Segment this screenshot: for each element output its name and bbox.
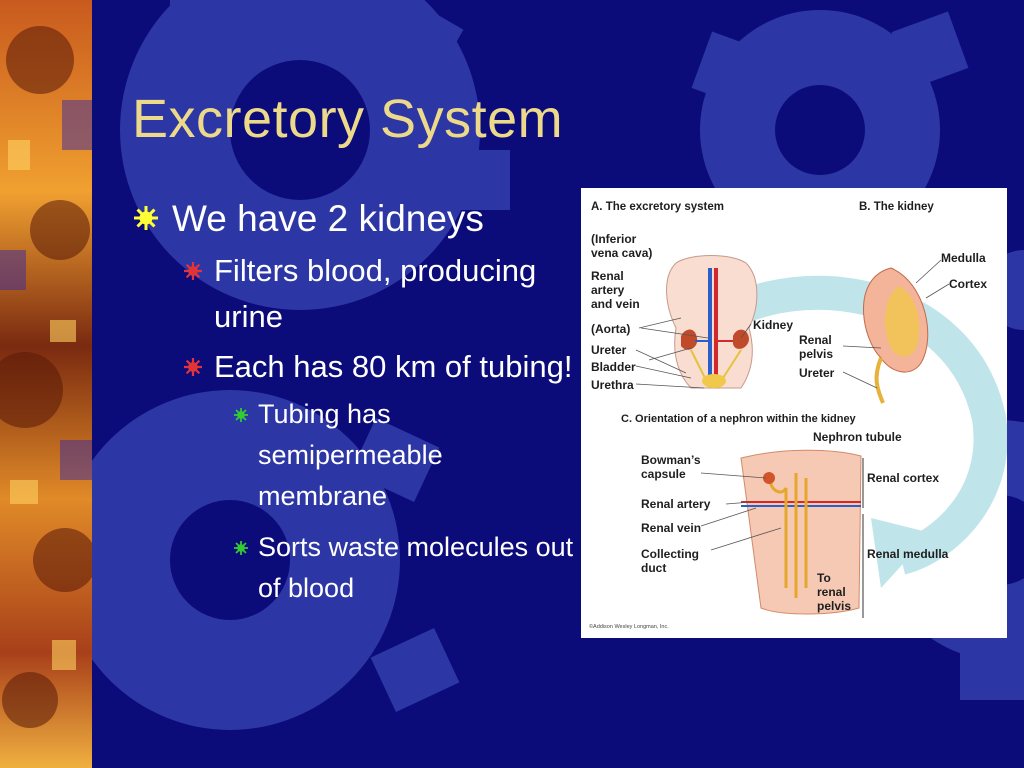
label-renal-artery: Renal artery [641,497,711,511]
panel-a-title: A. The excretory system [591,201,724,213]
label-inferior: (Inferior [591,232,637,246]
label-bladder: Bladder [591,360,636,374]
label-renal-medulla: Renal medulla [867,547,949,561]
bullet-text: Each has 80 km of tubing! [214,349,573,384]
bullet-text: Tubing has semipermeable membrane [258,399,443,511]
label-to: To [817,571,831,585]
label-cortex: Cortex [949,277,987,291]
label-ureter: Ureter [591,343,627,357]
nephron-illustration [740,449,862,615]
label-pelvis: pelvis [799,347,833,361]
bullet-item: Tubing has semipermeable membrane [134,394,574,517]
copyright-text: ©Addison Wesley Longman, Inc. [589,623,669,630]
label-pelvis-2: pelvis [817,599,851,613]
label-kidney: Kidney [753,318,793,332]
label-artery: artery [591,283,625,297]
label-renal-vein: Renal vein [641,521,701,535]
label-aorta: (Aorta) [591,322,630,336]
panel-c-title: C. Orientation of a nephron within the k… [621,413,857,425]
excretory-system-figure: A. The excretory system B. The kidney C.… [581,188,1007,638]
body-illustration [666,255,758,389]
label-collecting: Collecting [641,547,699,561]
label-and-vein: and vein [591,297,640,311]
label-bowmans: Bowman’s [641,453,701,467]
sunburst-bullet-icon [234,541,248,555]
bullet-item: We have 2 kidneys [134,196,574,242]
bullet-item: Sorts waste molecules out of blood [134,527,574,609]
sunburst-bullet-icon [134,206,158,230]
panel-b-title: B. The kidney [859,201,934,213]
bullet-text: We have 2 kidneys [172,198,484,239]
bullet-text: Filters blood, producing urine [214,253,537,334]
label-renal: Renal [591,269,624,283]
label-renal-3: renal [817,585,846,599]
label-renal-2: Renal [799,333,832,347]
slide-title: Excretory System [132,89,564,149]
label-renal-cortex: Renal cortex [867,471,939,485]
bullet-item: Filters blood, producing urine [134,248,574,340]
label-medulla: Medulla [941,251,986,265]
sunburst-bullet-icon [184,358,202,376]
kidney-illustration [863,267,929,404]
figure-illustration: A. The excretory system B. The kidney C.… [589,201,1007,630]
label-urethra: Urethra [591,378,634,392]
bullet-list: We have 2 kidneys Filters blood, produci… [134,196,574,619]
label-vena-cava: vena cava) [591,246,652,260]
label-duct: duct [641,561,666,575]
label-ureter-2: Ureter [799,366,835,380]
sunburst-bullet-icon [234,408,248,422]
bullet-text: Sorts waste molecules out of blood [258,532,574,603]
label-nephron-tubule: Nephron tubule [813,430,902,444]
decorative-gear-strip [0,0,92,768]
bullet-item: Each has 80 km of tubing! [134,344,574,390]
label-capsule: capsule [641,467,686,481]
sunburst-bullet-icon [184,262,202,280]
